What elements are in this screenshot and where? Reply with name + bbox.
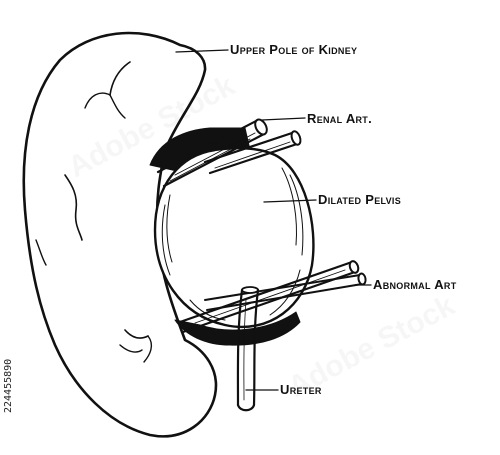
leader-dilated-pelvis (263, 199, 317, 203)
renal-artery (156, 118, 302, 188)
leader-upper-pole (175, 49, 229, 53)
label-renal-art: Renal Art. (307, 111, 373, 126)
ureter (236, 286, 260, 412)
kidney-crease (64, 174, 83, 241)
label-ureter: Ureter (280, 382, 322, 397)
label-upper-pole: Upper Pole of Kidney (230, 42, 358, 57)
kidney-crease (143, 335, 153, 363)
stock-id: 224455890 (3, 358, 14, 414)
hilum-shadow (174, 311, 301, 346)
kidney-crease (119, 344, 143, 353)
kidney-crease (84, 92, 111, 109)
kidney-crease (109, 94, 126, 119)
label-dilated-pelvis: Dilated Pelvis (318, 192, 402, 207)
kidney-crease (109, 61, 131, 96)
abnormal-artery (178, 260, 367, 334)
dilated-pelvis (153, 146, 315, 329)
leader-renal-art (261, 117, 306, 121)
kidney-crease (124, 329, 149, 339)
kidney-crease (35, 239, 47, 266)
label-abnormal-art: Abnormal Art (373, 277, 457, 292)
